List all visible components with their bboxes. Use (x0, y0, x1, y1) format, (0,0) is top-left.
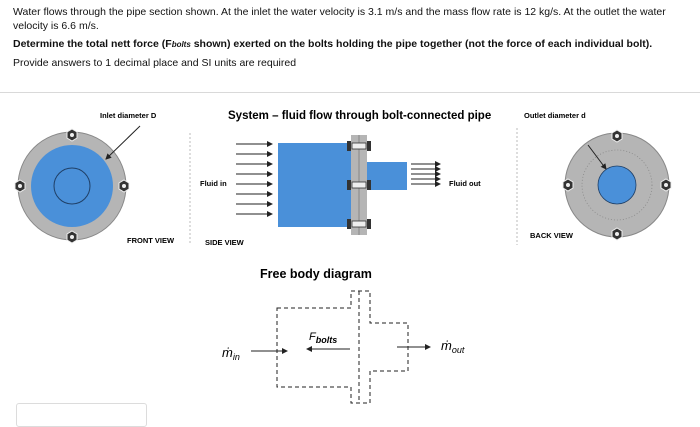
front-view-label: FRONT VIEW (127, 236, 175, 245)
front-view-drawing (14, 125, 141, 244)
fbd-control-volume (276, 290, 409, 404)
m-out-label: ṁout (441, 338, 465, 355)
outlet-diameter-arrow (587, 144, 607, 170)
fbd-arrows (251, 344, 431, 354)
task-subscript: bolts (171, 40, 191, 49)
fluid-out-label: Fluid out (449, 179, 481, 188)
question-task: Determine the total nett force (Fbolts s… (13, 37, 688, 52)
fbd-title: Free body diagram (260, 267, 372, 281)
task-text-2: shown) exerted on the bolts holding the … (190, 38, 653, 50)
outlet-diameter-label: Outlet diameter d (524, 111, 586, 120)
question-text: Water flows through the pipe section sho… (13, 5, 688, 70)
task-text-1: Determine the total nett force (F (13, 38, 172, 50)
fluid-in-label: Fluid in (200, 179, 227, 188)
back-view-label: BACK VIEW (530, 231, 574, 240)
pipe-figure: Inlet diameter D FRONT VIEW System – flu… (14, 110, 672, 404)
f-bolts-label: Fbolts (309, 331, 337, 345)
answer-input[interactable] (16, 403, 147, 427)
system-title: System – fluid flow through bolt-connect… (228, 110, 491, 122)
m-in-label: ṁin (222, 345, 240, 362)
divider (0, 92, 700, 93)
question-line-1: Water flows through the pipe section sho… (13, 6, 666, 32)
side-view-label: SIDE VIEW (205, 238, 245, 247)
inlet-diameter-arrow (105, 125, 141, 160)
side-view-drawing (236, 135, 441, 235)
inlet-diameter-label: Inlet diameter D (100, 111, 157, 120)
back-view-drawing (562, 129, 672, 241)
question-instructions: Provide answers to 1 decimal place and S… (13, 57, 297, 69)
